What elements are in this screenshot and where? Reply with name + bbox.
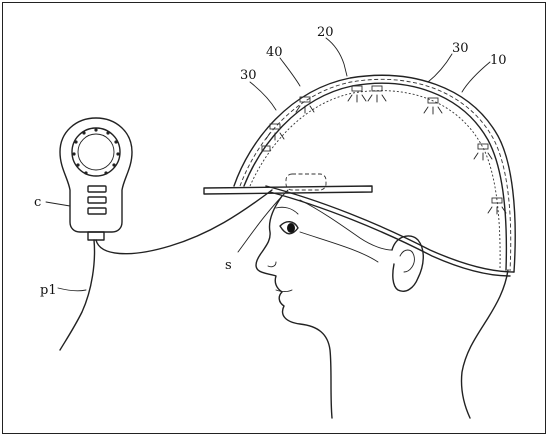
controller-body — [59, 117, 133, 233]
label-30-right: 30 — [452, 41, 469, 56]
pupil — [287, 223, 295, 233]
helmet-layer-40 — [239, 78, 512, 272]
visor — [203, 185, 373, 195]
label-p1: p1 — [40, 283, 57, 298]
ear-inner — [399, 249, 415, 273]
helmet-rim-inner — [269, 191, 511, 277]
label-40: 40 — [266, 45, 283, 60]
led-unit — [423, 97, 443, 115]
controller-connector — [87, 231, 105, 241]
led-unit — [487, 197, 507, 215]
leader-30-left — [249, 81, 277, 111]
led-units — [261, 85, 507, 215]
jaw-line — [299, 231, 379, 263]
label-30-left: 30 — [240, 68, 257, 83]
head-profile — [255, 195, 509, 419]
controller-c — [59, 117, 133, 241]
controller-lens — [71, 127, 121, 177]
leader-c — [45, 201, 71, 207]
helmet-layer-20 — [249, 90, 501, 269]
eye — [279, 221, 299, 235]
helmet — [203, 74, 516, 277]
sensor-s — [285, 173, 327, 191]
eyebrow — [275, 206, 299, 215]
controller-button-3 — [87, 207, 107, 215]
nostril — [267, 261, 277, 268]
led-unit — [265, 123, 285, 141]
leader-p1 — [57, 287, 87, 292]
helmet-inner-shell — [243, 82, 508, 271]
led-unit — [473, 143, 493, 161]
lips — [275, 289, 293, 292]
helmet-rim — [265, 185, 515, 273]
face-outline — [255, 195, 333, 419]
controller-button-1 — [87, 185, 107, 193]
lens-dots — [72, 128, 120, 175]
back-of-head — [460, 269, 509, 419]
label-s: s — [225, 258, 232, 273]
leader-s — [237, 189, 289, 253]
led-unit — [347, 85, 367, 103]
led-unit — [367, 85, 387, 103]
helmet-outer-shell — [233, 74, 516, 273]
power-cable-p1 — [59, 239, 96, 351]
leader-20 — [325, 37, 348, 77]
controller-lens-inner — [77, 133, 115, 171]
label-10: 10 — [490, 53, 507, 68]
leader-40 — [279, 57, 301, 87]
cable-to-helmet — [95, 189, 273, 255]
leader-30-right — [427, 53, 453, 83]
led-unit — [261, 145, 271, 152]
ear — [391, 235, 424, 292]
label-20: 20 — [317, 25, 334, 40]
hairline — [299, 199, 393, 251]
led-unit — [295, 96, 315, 114]
leader-lines — [45, 37, 491, 292]
label-c: c — [34, 195, 41, 210]
figure-border — [2, 2, 546, 434]
leader-10 — [461, 61, 491, 93]
controller-button-2 — [87, 196, 107, 204]
